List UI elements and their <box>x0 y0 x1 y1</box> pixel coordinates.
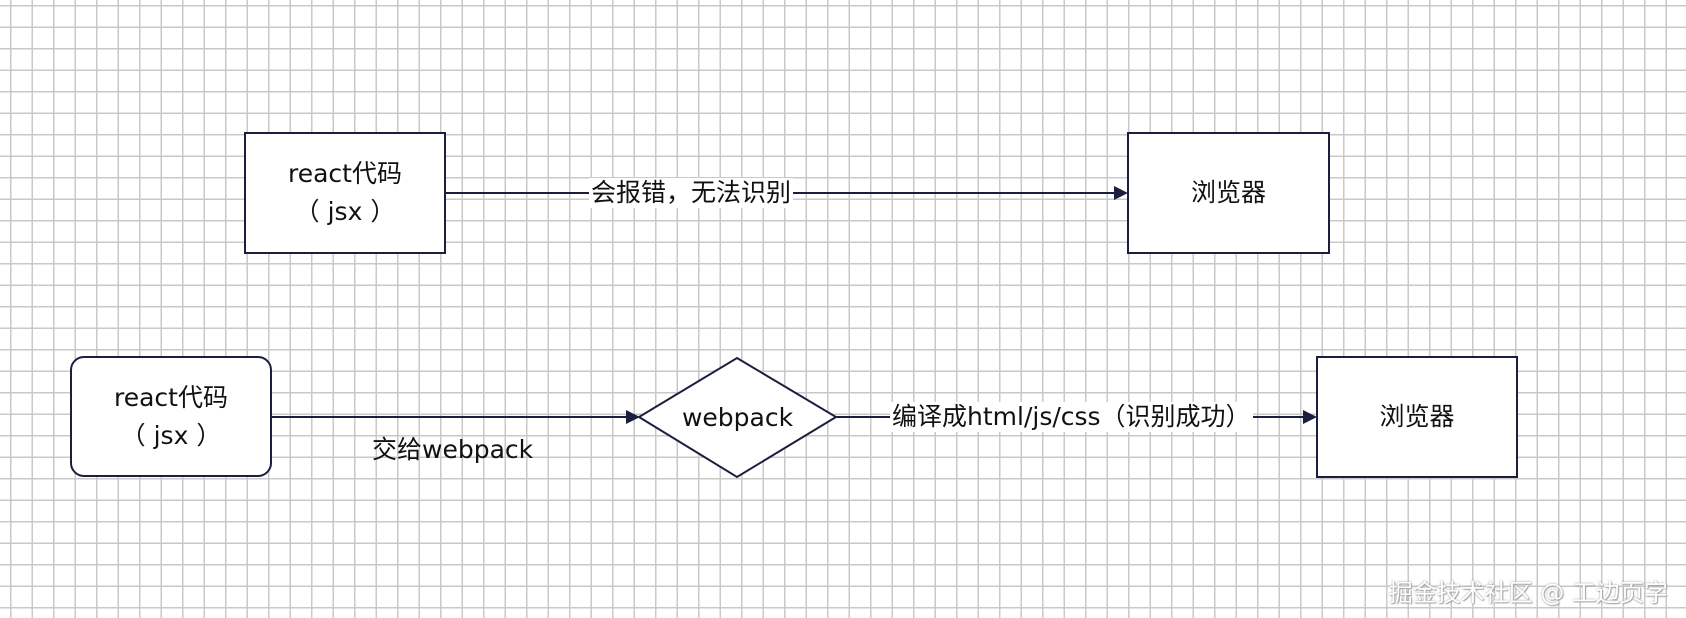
webpack-decision-diamond[interactable] <box>637 356 838 479</box>
top-arrowhead <box>1114 186 1128 200</box>
bottom-arrowhead-1 <box>626 410 640 424</box>
top-source-label: react代码 （ jsx ） <box>245 133 445 253</box>
top-source-line2: （ jsx ） <box>294 197 396 226</box>
bottom-source-line1: react代码 <box>114 382 228 412</box>
top-edge-label: 会报错，无法识别 <box>589 178 794 208</box>
top-browser-box[interactable] <box>1127 132 1330 254</box>
decision-label: webpack <box>681 402 794 432</box>
bottom-source-line2: （ jsx ） <box>120 420 222 450</box>
bottom-arrowhead-2 <box>1303 410 1317 424</box>
bottom-browser-box[interactable] <box>1316 356 1518 478</box>
bottom-edge1-label: 交给webpack <box>372 435 534 464</box>
bottom-source-label: react代码 （ jsx ） <box>71 357 271 476</box>
bottom-edge2-label: 编译成html/js/css（识别成功） <box>890 402 1253 432</box>
bottom-browser-label: 浏览器 <box>1379 402 1455 431</box>
watermark: 掘金技术社区 @ 工边页字 <box>1388 579 1668 607</box>
top-browser-label: 浏览器 <box>1190 178 1266 207</box>
top-source-line1: react代码 <box>288 159 402 188</box>
top-source-box[interactable] <box>244 132 446 254</box>
